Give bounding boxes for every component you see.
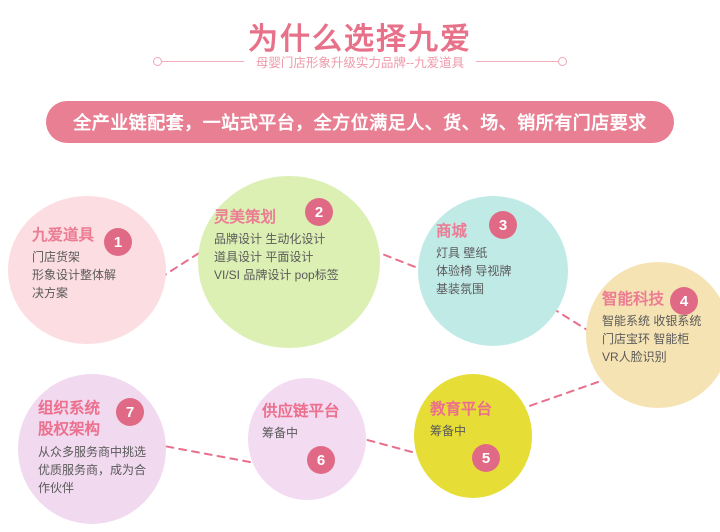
connector-4-to-5 [517,381,599,411]
subtitle-rule-right [476,60,559,63]
bubble-1-content: 九爱道具 门店货架 形象设计整体解 决方案 [8,196,166,344]
connector-6-to-7 [163,445,251,463]
bubble-7-number-badge: 7 [116,398,144,426]
bubble-3-line: 灯具 壁纸 [436,246,488,260]
bubble-6-content: 供应链平台 筹备中 [248,378,366,500]
bubble-5-number-badge: 5 [472,444,500,472]
bubble-1-jiuai-props[interactable]: 九爱道具 门店货架 形象设计整体解 决方案 [8,196,166,344]
bubble-1-number-badge: 1 [104,228,132,256]
bubble-2-number-badge: 2 [305,198,333,226]
bubble-5-title: 教育平台 [430,401,493,418]
bubble-3-number-badge: 3 [489,211,517,239]
bubble-1-line: 形象设计整体解 [32,268,117,282]
connector-1-to-2 [159,245,211,279]
bubble-4-line: 门店宝环 智能柜 [602,332,690,346]
page-title: 为什么选择九爱 [248,23,472,56]
bubble-6-title: 供应链平台 [262,403,340,420]
bubble-7-content: 组织系统 股权架构 从众多服务商中挑选 优质服务商，成为合 作伙伴 [18,374,166,524]
connector-3-to-4 [551,307,601,339]
bubble-4-content: 智能科技 智能系统 收银系统 门店宝环 智能柜 VR人脸识别 [586,262,720,408]
bubble-6-lines: 筹备中 [262,424,298,442]
bubble-2-line: 品牌设计 生动化设计 [214,232,326,246]
bubble-3-lines: 灯具 壁纸 体验椅 导视牌 基装氛围 [436,244,511,298]
bubble-4-lines: 智能系统 收银系统 门店宝环 智能柜 VR人脸识别 [602,312,701,366]
bubble-3-title: 商城 [436,223,468,240]
bubble-4-title: 智能科技 [602,291,665,308]
bubble-3-line: 基装氛围 [436,282,485,296]
bubble-7-line: 优质服务商，成为合 [38,463,147,477]
bubble-1-lines: 门店货架 形象设计整体解 决方案 [32,248,116,302]
bubble-7-title-line1: 组织系统 [38,400,101,417]
bubble-7-line: 从众多服务商中挑选 [38,445,147,459]
bubble-5-lines: 筹备中 [430,422,466,440]
bubble-2-line: 道具设计 平面设计 [214,250,314,264]
bubble-4-number-badge: 4 [670,287,698,315]
bubble-1-line: 门店货架 [32,250,81,264]
decorative-circle-right-icon [558,57,568,66]
bubble-5-content: 教育平台 筹备中 [414,374,532,498]
bubble-5-education-platform[interactable]: 教育平台 筹备中 [414,374,532,498]
bubble-6-supply-chain-platform[interactable]: 供应链平台 筹备中 [248,378,366,500]
subtitle-row: 母婴门店形象升级实力品牌--九爱道具 [0,52,720,71]
bubble-7-line: 作伙伴 [38,481,75,495]
decorative-circle-left-icon [152,57,162,66]
bubble-7-lines: 从众多服务商中挑选 优质服务商，成为合 作伙伴 [38,443,146,497]
bubble-2-line: VI/SI 品牌设计 pop标签 [214,268,339,282]
bubble-2-lingmei-planning[interactable]: 灵美策划 品牌设计 生动化设计 道具设计 平面设计 VI/SI 品牌设计 pop… [198,176,380,348]
bubble-3-content: 商城 灯具 壁纸 体验椅 导视牌 基装氛围 [418,196,568,346]
bubble-6-line: 筹备中 [262,426,299,440]
bubble-4-line: VR人脸识别 [602,350,667,364]
bubble-5-line: 筹备中 [430,424,467,438]
bubble-3-line: 体验椅 导视牌 [436,264,512,278]
subtitle-rule-left [161,60,244,63]
bubble-6-number-badge: 6 [307,446,335,474]
page-subtitle: 母婴门店形象升级实力品牌--九爱道具 [255,56,465,70]
bubble-4-line: 智能系统 收银系统 [602,314,702,328]
bubble-1-title: 九爱道具 [32,227,95,244]
bubble-7-title-line2: 股权架构 [38,421,101,438]
bubble-2-title: 灵美策划 [214,209,277,226]
headline-banner: 全产业链配套，一站式平台，全方位满足人、货、场、销所有门店要求 [46,101,674,143]
bubble-2-content: 灵美策划 品牌设计 生动化设计 道具设计 平面设计 VI/SI 品牌设计 pop… [198,176,380,348]
bubble-2-lines: 品牌设计 生动化设计 道具设计 平面设计 VI/SI 品牌设计 pop标签 [214,230,339,284]
bubble-7-organization-equity-structure[interactable]: 组织系统 股权架构 从众多服务商中挑选 优质服务商，成为合 作伙伴 [18,374,166,524]
bubble-4-smart-technology[interactable]: 智能科技 智能系统 收银系统 门店宝环 智能柜 VR人脸识别 [586,262,720,408]
connector-2-to-3 [371,249,429,273]
connector-5-to-6 [359,437,413,453]
bubble-1-line: 决方案 [32,286,69,300]
